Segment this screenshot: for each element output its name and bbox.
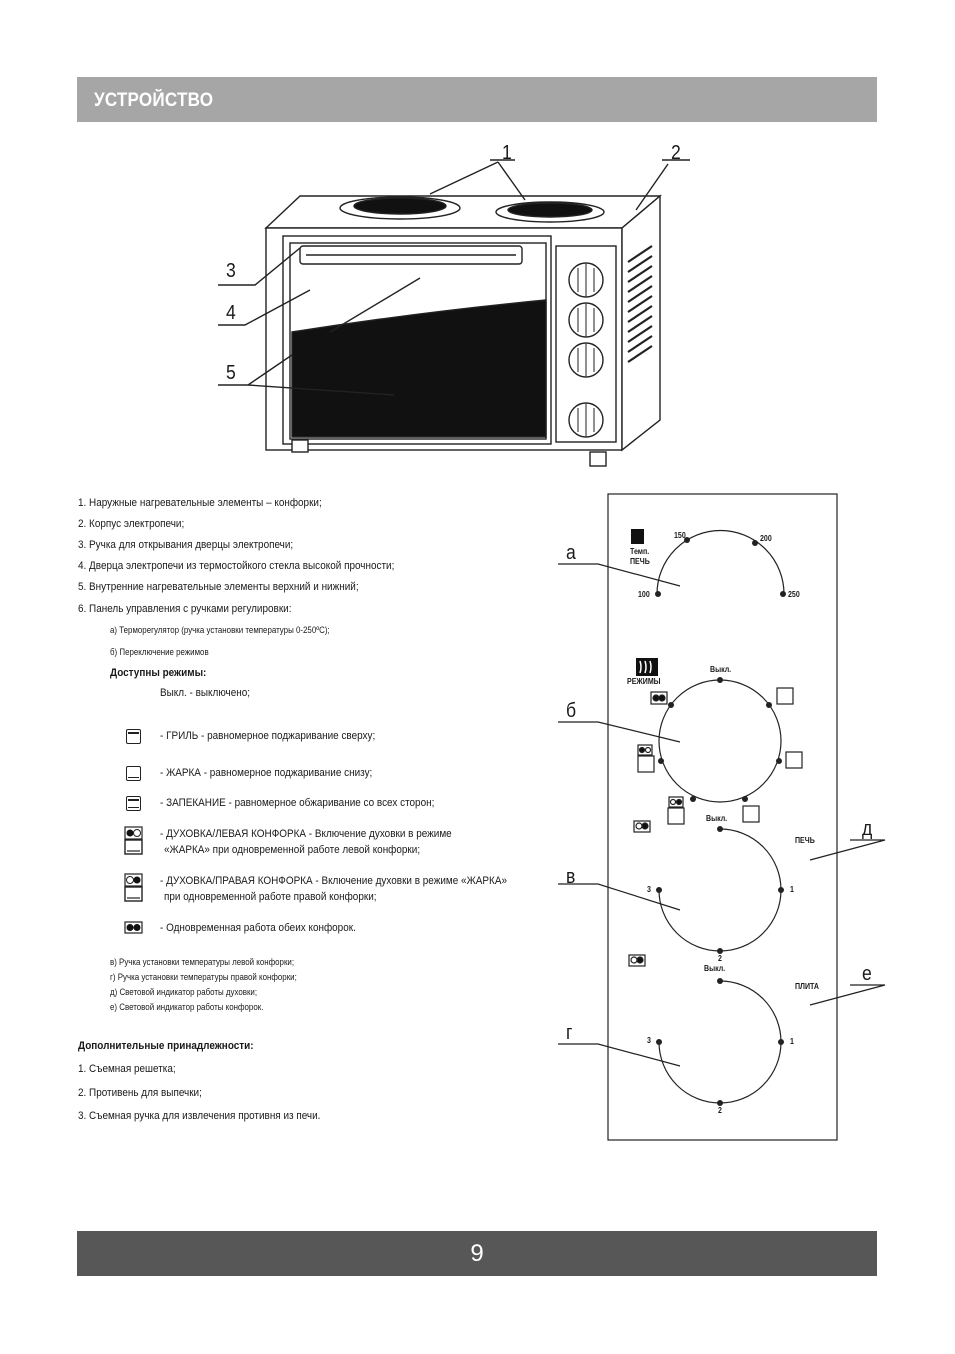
both-burners-icon: [124, 921, 143, 934]
oven-left-burner-icon: [124, 826, 143, 855]
left-burner-off: Выкл.: [706, 814, 728, 823]
right-burner-2: 2: [718, 1106, 722, 1115]
callout-5: 5: [226, 362, 236, 384]
left-burner-3: 3: [647, 885, 651, 894]
panel-callout-b: б: [566, 700, 577, 722]
part-item-5: 5. Внутренние нагревательные элементы ве…: [78, 581, 359, 593]
mode-bottom: - ЖАРКА - равномерное поджаривание снизу…: [160, 767, 373, 779]
accessory-item-1: 1. Съемная решетка;: [78, 1063, 176, 1075]
bottom-heat-icon: [126, 766, 141, 781]
panel-callout-v: в: [566, 866, 576, 888]
part-item-1: 1. Наружные нагревательные элементы – ко…: [78, 497, 322, 509]
mode-oven-left-line2: «ЖАРКА» при одновременной работе левой к…: [164, 844, 421, 856]
page-number: 9: [470, 1240, 484, 1267]
right-burner-1: 1: [790, 1037, 794, 1046]
accessory-item-3: 3. Съемная ручка для извлечения противня…: [78, 1110, 321, 1122]
temp-250: 250: [788, 590, 800, 599]
temp-150: 150: [674, 531, 686, 540]
mode-both: - Одновременная работа обеих конфорок.: [160, 922, 356, 934]
part-item-6: 6. Панель управления с ручками регулиров…: [78, 603, 292, 615]
right-burner-3: 3: [647, 1036, 651, 1045]
mode-oven-left: - ДУХОВКА/ЛЕВАЯ КОНФОРКА - Включение дух…: [160, 828, 452, 840]
grill-icon: [126, 729, 141, 744]
part-item-4: 4. Дверца электропечи из термостойкого с…: [78, 560, 395, 572]
oven-indicator-label: ПЕЧЬ: [795, 836, 815, 845]
footer-bar: 9: [77, 1231, 877, 1276]
knob-item-v: в) Ручка установки температуры левой кон…: [110, 957, 295, 967]
modes-heading: Доступны режимы:: [110, 667, 207, 679]
temp-200: 200: [760, 534, 772, 543]
oven-right-burner-icon: [124, 873, 143, 902]
modes-label: РЕЖИМЫ: [627, 677, 661, 686]
modes-off-label: Выкл.: [710, 665, 732, 674]
knob-item-d: д) Световой индикатор работы духовки;: [110, 987, 258, 997]
left-burner-1: 1: [790, 885, 794, 894]
panel-callout-a: а: [566, 542, 576, 564]
callout-4: 4: [226, 302, 236, 324]
temp-100: 100: [638, 590, 650, 599]
burner-indicator-label: ПЛИТА: [795, 982, 820, 991]
right-burner-off: Выкл.: [704, 964, 726, 973]
temp-oven-label: ПЕЧЬ: [630, 557, 650, 566]
callout-3: 3: [226, 260, 236, 282]
callout-1: 1: [502, 142, 512, 164]
accessories-heading: Дополнительные принадлежности:: [78, 1040, 254, 1052]
left-burner-2: 2: [718, 954, 722, 963]
mode-off: Выкл. - выключено;: [160, 687, 251, 699]
top-bottom-heat-icon: [126, 796, 141, 811]
header-bar: УСТРОЙСТВО: [77, 77, 877, 122]
page-title: УСТРОЙСТВО: [94, 90, 214, 111]
part-item-2: 2. Корпус электропечи;: [78, 518, 185, 530]
mode-oven-right: - ДУХОВКА/ПРАВАЯ КОНФОРКА - Включение ду…: [160, 875, 507, 887]
mode-oven-right-line2: при одновременной работе правой конфорки…: [164, 891, 377, 903]
part-item-3: 3. Ручка для открывания дверцы электропе…: [78, 539, 294, 551]
panel-callout-g: г: [566, 1022, 573, 1044]
knob-item-e: е) Световой индикатор работы конфорок.: [110, 1002, 264, 1012]
mode-grill: - ГРИЛЬ - равномерное поджаривание сверх…: [160, 730, 376, 742]
mode-bake: - ЗАПЕКАНИЕ - равномерное обжаривание со…: [160, 797, 435, 809]
knob-item-g: г) Ручка установки температуры правой ко…: [110, 972, 297, 982]
temp-label: Темп.: [630, 547, 650, 556]
control-sub-a: а) Терморегулятор (ручка установки темпе…: [110, 625, 330, 635]
accessory-item-2: 2. Противень для выпечки;: [78, 1087, 202, 1099]
control-sub-b: б) Переключение режимов: [110, 647, 209, 657]
callout-2: 2: [671, 142, 681, 164]
panel-callout-d: д: [862, 818, 873, 840]
panel-callout-e: е: [862, 963, 872, 985]
